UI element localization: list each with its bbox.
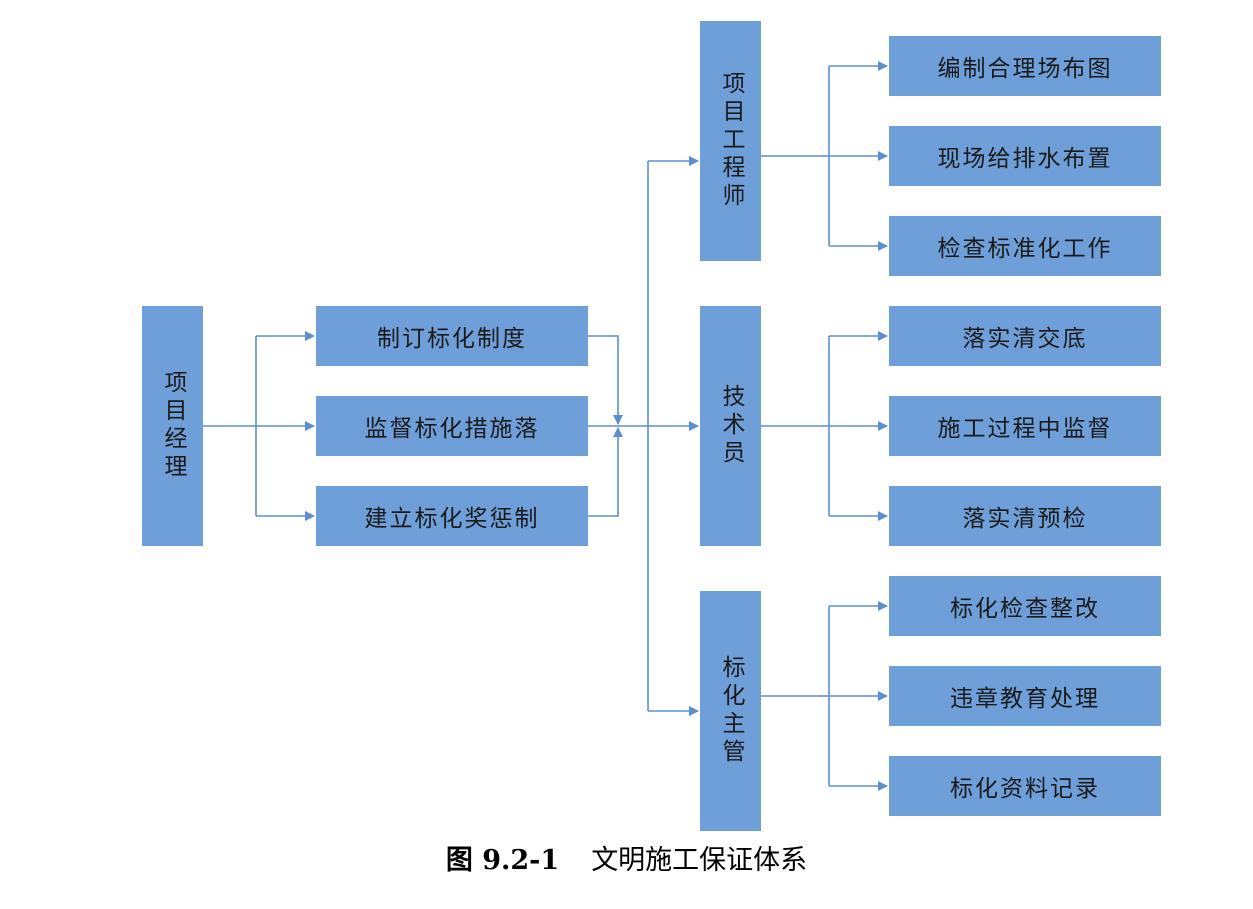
figure-title: 文明施工保证体系: [591, 845, 808, 876]
connector-policy-3-merge: [588, 427, 623, 517]
manager-box: 项目经理: [142, 306, 203, 546]
figure-caption: 图 9.2-1 文明施工保证体系: [0, 838, 1253, 877]
task-box-6: 落实清预检: [889, 486, 1161, 546]
policy-box-3: 建立标化奖惩制: [316, 486, 588, 546]
policy-label-2: 监督标化措施落: [364, 416, 540, 442]
task-label-1: 编制合理场布图: [937, 56, 1113, 82]
task-label-5: 施工过程中监督: [937, 416, 1113, 442]
role-label-supervisor: 标化主管: [718, 655, 744, 767]
task-label-4: 落实清交底: [962, 326, 1088, 352]
task-label-6: 落实清预检: [962, 506, 1088, 532]
role-box-supervisor: 标化主管: [700, 591, 761, 831]
manager-label: 项目经理: [160, 370, 186, 482]
task-label-2: 现场给排水布置: [937, 146, 1113, 172]
policy-box-2: 监督标化措施落: [316, 396, 588, 456]
task-box-3: 检查标准化工作: [889, 216, 1161, 276]
task-box-5: 施工过程中监督: [889, 396, 1161, 456]
task-box-2: 现场给排水布置: [889, 126, 1161, 186]
task-label-7: 标化检查整改: [950, 596, 1100, 622]
task-box-8: 违章教育处理: [889, 666, 1161, 726]
connector-policy-1-merge: [588, 335, 623, 425]
task-box-4: 落实清交底: [889, 306, 1161, 366]
figure-number: 图 9.2-1: [445, 845, 560, 876]
task-box-1: 编制合理场布图: [889, 36, 1161, 96]
role-box-technician: 技术员: [700, 306, 761, 546]
policy-box-1: 制订标化制度: [316, 306, 588, 366]
task-box-9: 标化资料记录: [889, 756, 1161, 816]
role-label-technician: 技术员: [718, 384, 744, 468]
policy-label-1: 制订标化制度: [377, 326, 527, 352]
policy-label-3: 建立标化奖惩制: [364, 506, 540, 532]
role-box-engineer: 项目工程师: [700, 21, 761, 261]
task-label-8: 违章教育处理: [950, 686, 1100, 712]
role-label-engineer: 项目工程师: [718, 71, 744, 211]
task-label-9: 标化资料记录: [950, 776, 1100, 802]
task-label-3: 检查标准化工作: [937, 236, 1113, 262]
task-box-7: 标化检查整改: [889, 576, 1161, 636]
